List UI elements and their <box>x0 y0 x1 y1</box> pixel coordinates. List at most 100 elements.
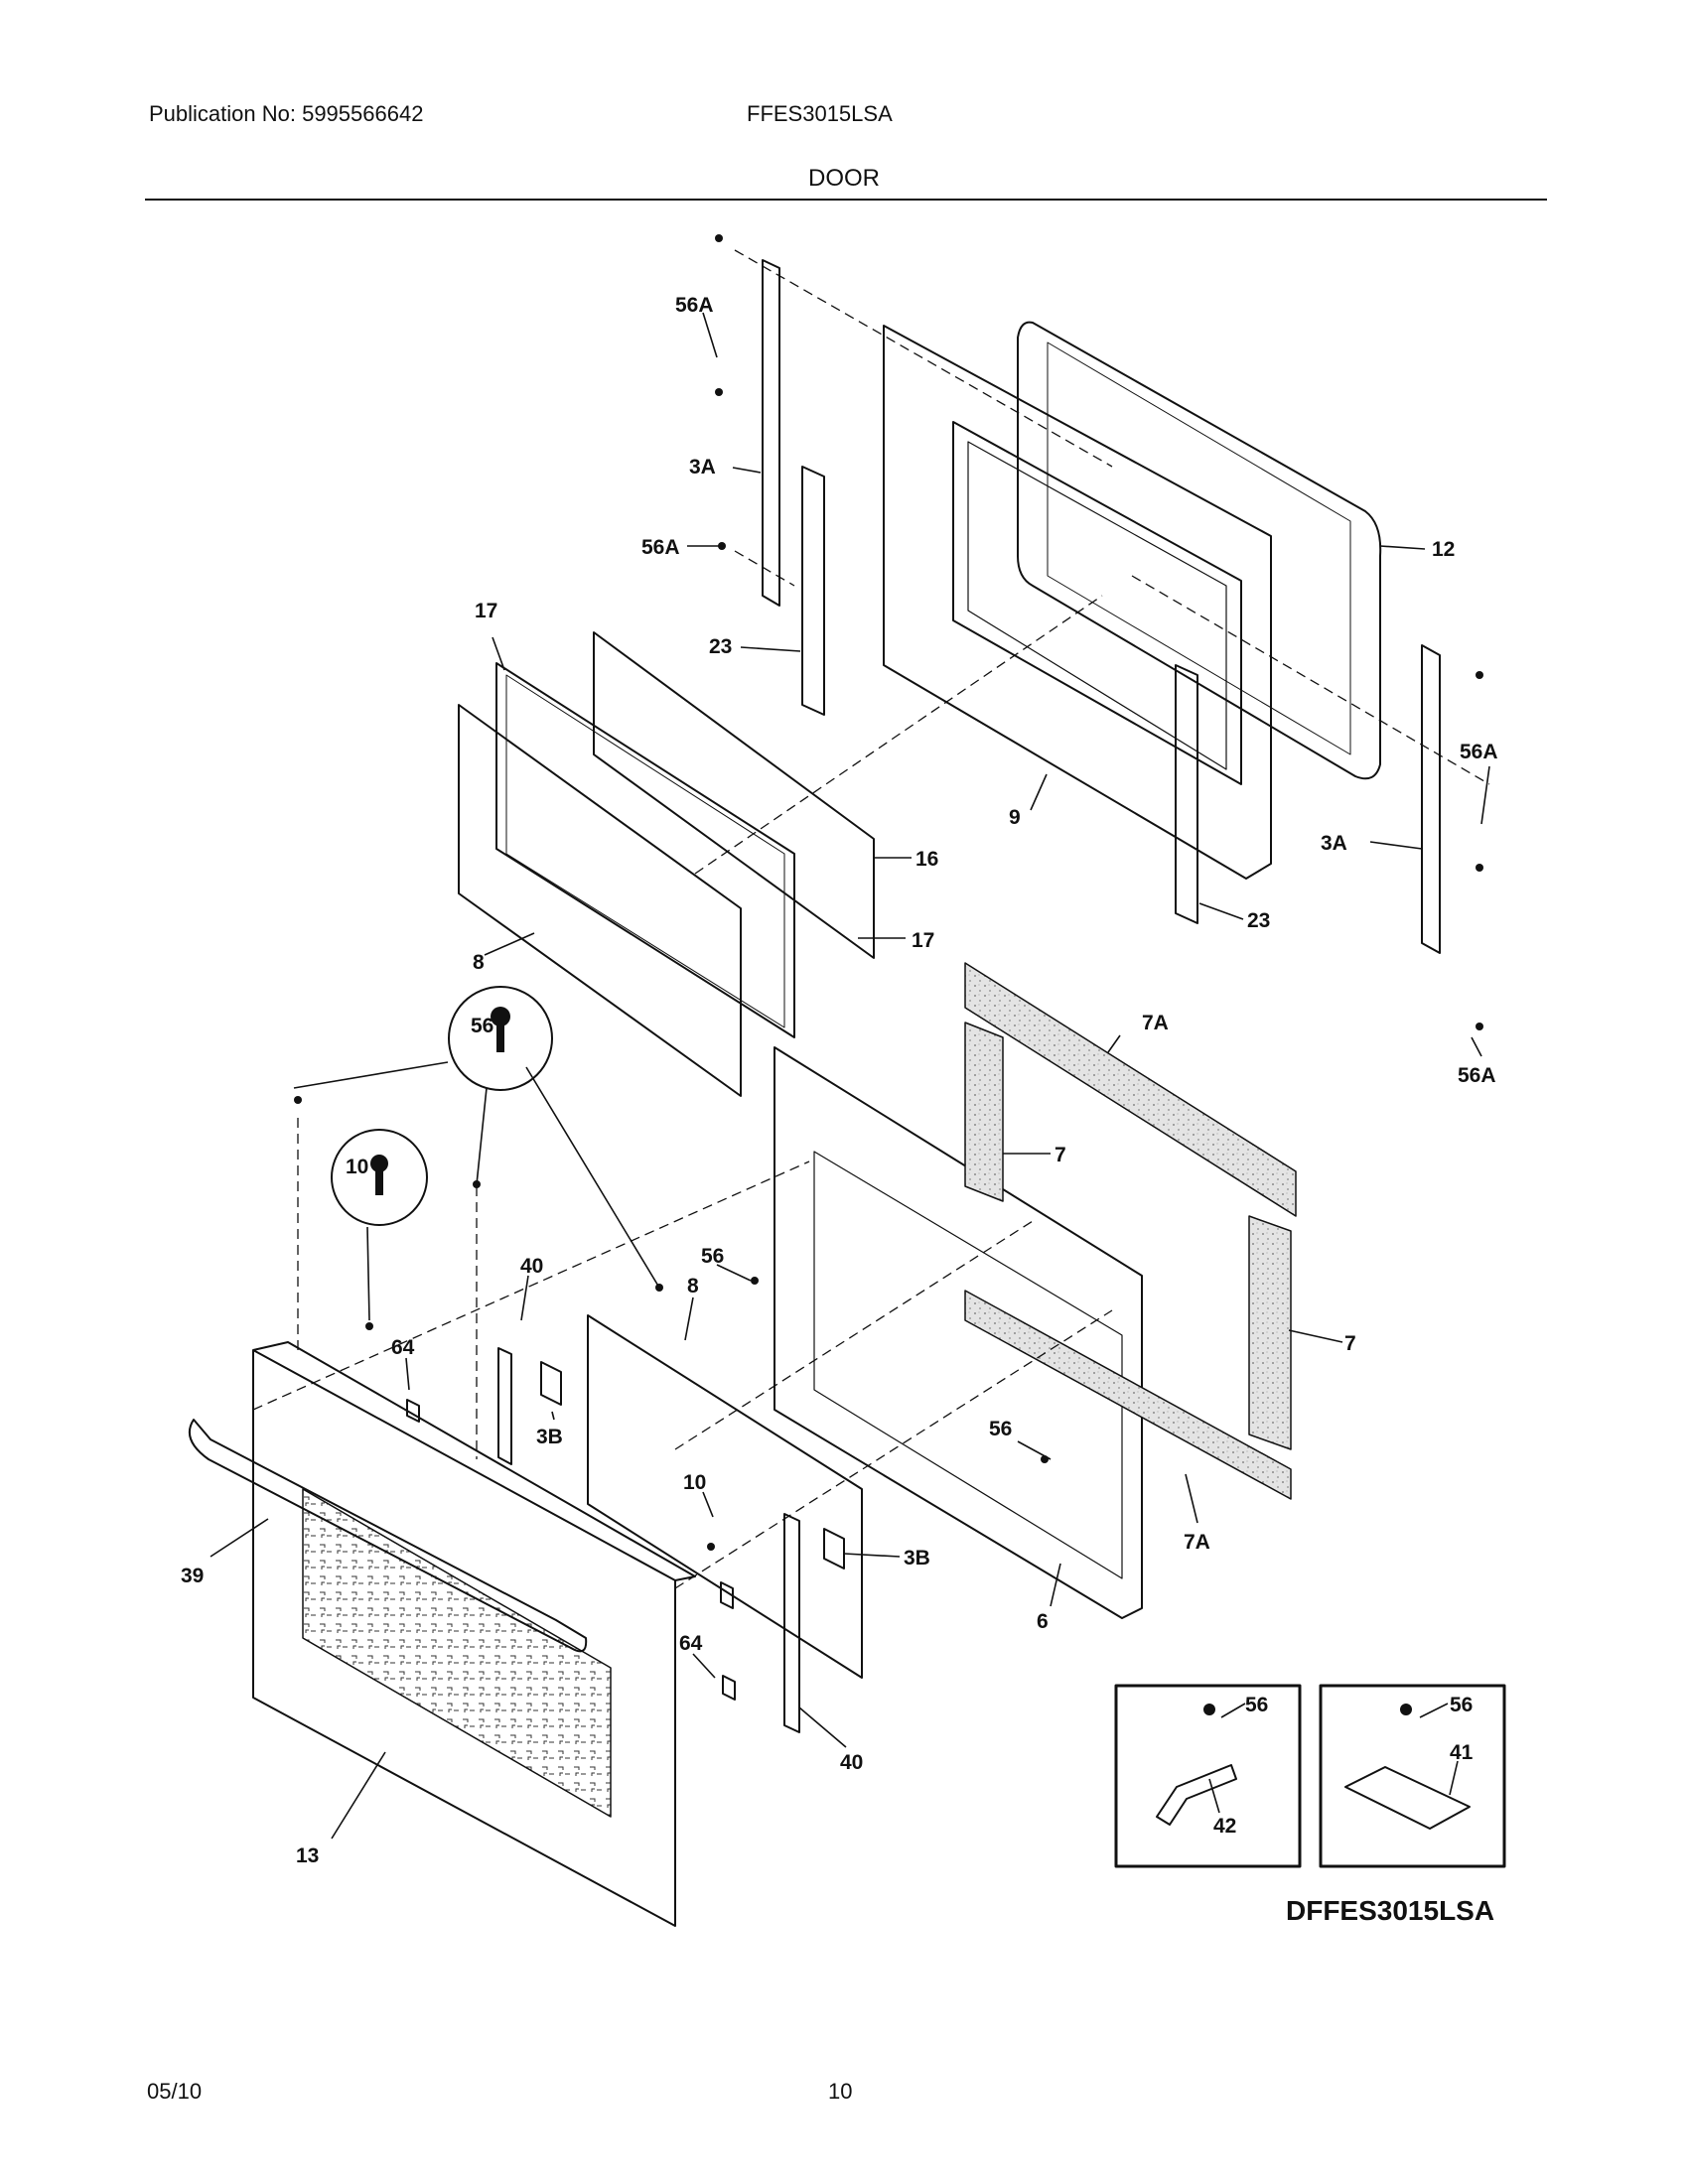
screw-56-inset <box>1400 1704 1412 1715</box>
label-56: 56 <box>989 1418 1012 1440</box>
leader-line <box>366 1226 370 1321</box>
label-56A: 56A <box>675 294 714 317</box>
model-number: FFES3015LSA <box>747 101 893 126</box>
label-7: 7 <box>1344 1332 1356 1355</box>
section-title: DOOR <box>808 165 880 192</box>
label-56: 56 <box>1450 1694 1473 1716</box>
label-8: 8 <box>687 1275 699 1297</box>
footer-date: 05/10 <box>147 2079 203 2104</box>
diagram-code: DFFES3015LSA <box>1286 1895 1494 1926</box>
inner-door-liner <box>883 325 1272 880</box>
clip-64-right <box>720 1581 734 1609</box>
leader-line <box>331 1751 386 1840</box>
screw-56 <box>655 1284 663 1292</box>
leader-line <box>740 646 801 652</box>
screw-56 <box>294 1096 302 1104</box>
leader-line <box>798 1706 847 1748</box>
bracket-41 <box>1344 1766 1471 1830</box>
leader-line <box>405 1357 410 1391</box>
label-17: 17 <box>912 929 934 952</box>
hinge-channel-left <box>762 259 780 607</box>
label-3B: 3B <box>536 1426 563 1448</box>
leader-line <box>1480 765 1490 825</box>
screw-10-callout-shank <box>375 1169 383 1195</box>
glass-pack-17 <box>495 662 795 1038</box>
label-7A: 7A <box>1184 1531 1210 1554</box>
leader-line <box>525 1066 660 1289</box>
outer-door <box>252 1349 676 1927</box>
inner-door-panel <box>774 1046 1143 1619</box>
label-56A: 56A <box>641 536 680 559</box>
label-9: 9 <box>1009 806 1021 829</box>
screw-10 <box>707 1543 715 1551</box>
assembly-line <box>674 1309 1113 1589</box>
insulation-bottom <box>964 1290 1292 1500</box>
callout-circle-10 <box>331 1129 428 1226</box>
screw-56A <box>715 388 723 396</box>
label-7A: 7A <box>1142 1012 1169 1034</box>
screw-56-inset <box>1203 1704 1215 1715</box>
screw-56A <box>1476 864 1483 872</box>
inset-box-41 <box>1319 1684 1506 1868</box>
label-16: 16 <box>915 848 938 871</box>
leader-line <box>1050 1563 1061 1607</box>
bracket-42 <box>1156 1764 1237 1826</box>
label-64: 64 <box>391 1336 415 1359</box>
screw-56A <box>715 234 723 242</box>
header-rule <box>145 199 1547 201</box>
leader-line <box>293 1061 449 1089</box>
page-number: 10 <box>828 2079 853 2104</box>
leader-line <box>210 1518 269 1558</box>
label-41: 41 <box>1450 1741 1474 1764</box>
leader-line <box>1107 1034 1121 1053</box>
inner-door-liner-window <box>952 421 1242 785</box>
label-8: 8 <box>473 951 485 974</box>
assembly-line <box>252 1160 810 1411</box>
leader-line <box>684 1297 694 1341</box>
label-17: 17 <box>475 600 497 622</box>
label-56A: 56A <box>1460 741 1498 763</box>
label-7: 7 <box>1055 1144 1066 1166</box>
label-40: 40 <box>840 1751 863 1774</box>
clip-3B-right <box>823 1528 845 1570</box>
publication-number: Publication No: 5995566642 <box>149 101 424 126</box>
glass-panel-8-upper <box>458 704 742 1097</box>
screw-56A <box>718 542 726 550</box>
assembly-line <box>674 1220 1034 1450</box>
label-56A: 56A <box>1458 1064 1496 1087</box>
assembly-line <box>1131 575 1490 785</box>
insulation-left <box>964 1022 1004 1202</box>
hinge-left <box>801 466 825 716</box>
label-12: 12 <box>1432 538 1455 561</box>
insulation-right <box>1248 1215 1292 1450</box>
label-23: 23 <box>709 635 732 658</box>
label-40: 40 <box>520 1255 543 1278</box>
outer-door-top-edge <box>252 1341 696 1581</box>
label-56: 56 <box>701 1245 724 1268</box>
label-10: 10 <box>346 1156 368 1178</box>
assembly-line <box>694 595 1103 875</box>
bracket-40-right <box>783 1513 800 1733</box>
insulation-top <box>964 962 1297 1217</box>
leader-line <box>1419 1703 1449 1718</box>
leader-line <box>1379 545 1426 550</box>
leader-line <box>702 312 718 358</box>
label-6: 6 <box>1037 1610 1049 1633</box>
screw-56 <box>1041 1455 1049 1463</box>
glass-panel-8-lower <box>587 1314 863 1679</box>
leader-line <box>1288 1329 1343 1343</box>
screw-10-callout <box>370 1155 388 1172</box>
screw-10 <box>365 1322 373 1330</box>
callout-circle-56 <box>448 986 553 1091</box>
part-labels: 56A 3A 56A 17 23 12 56A 9 3A 16 17 23 8 … <box>181 294 1498 1926</box>
label-64: 64 <box>679 1632 703 1655</box>
leader-line <box>702 1491 714 1518</box>
assembly-line <box>734 249 1113 468</box>
label-39: 39 <box>181 1565 204 1587</box>
leader-line <box>1185 1473 1198 1524</box>
door-handle <box>189 1419 588 1653</box>
inset-box-42 <box>1114 1684 1302 1868</box>
leader-line <box>551 1411 555 1421</box>
clip-64-left <box>406 1399 420 1423</box>
